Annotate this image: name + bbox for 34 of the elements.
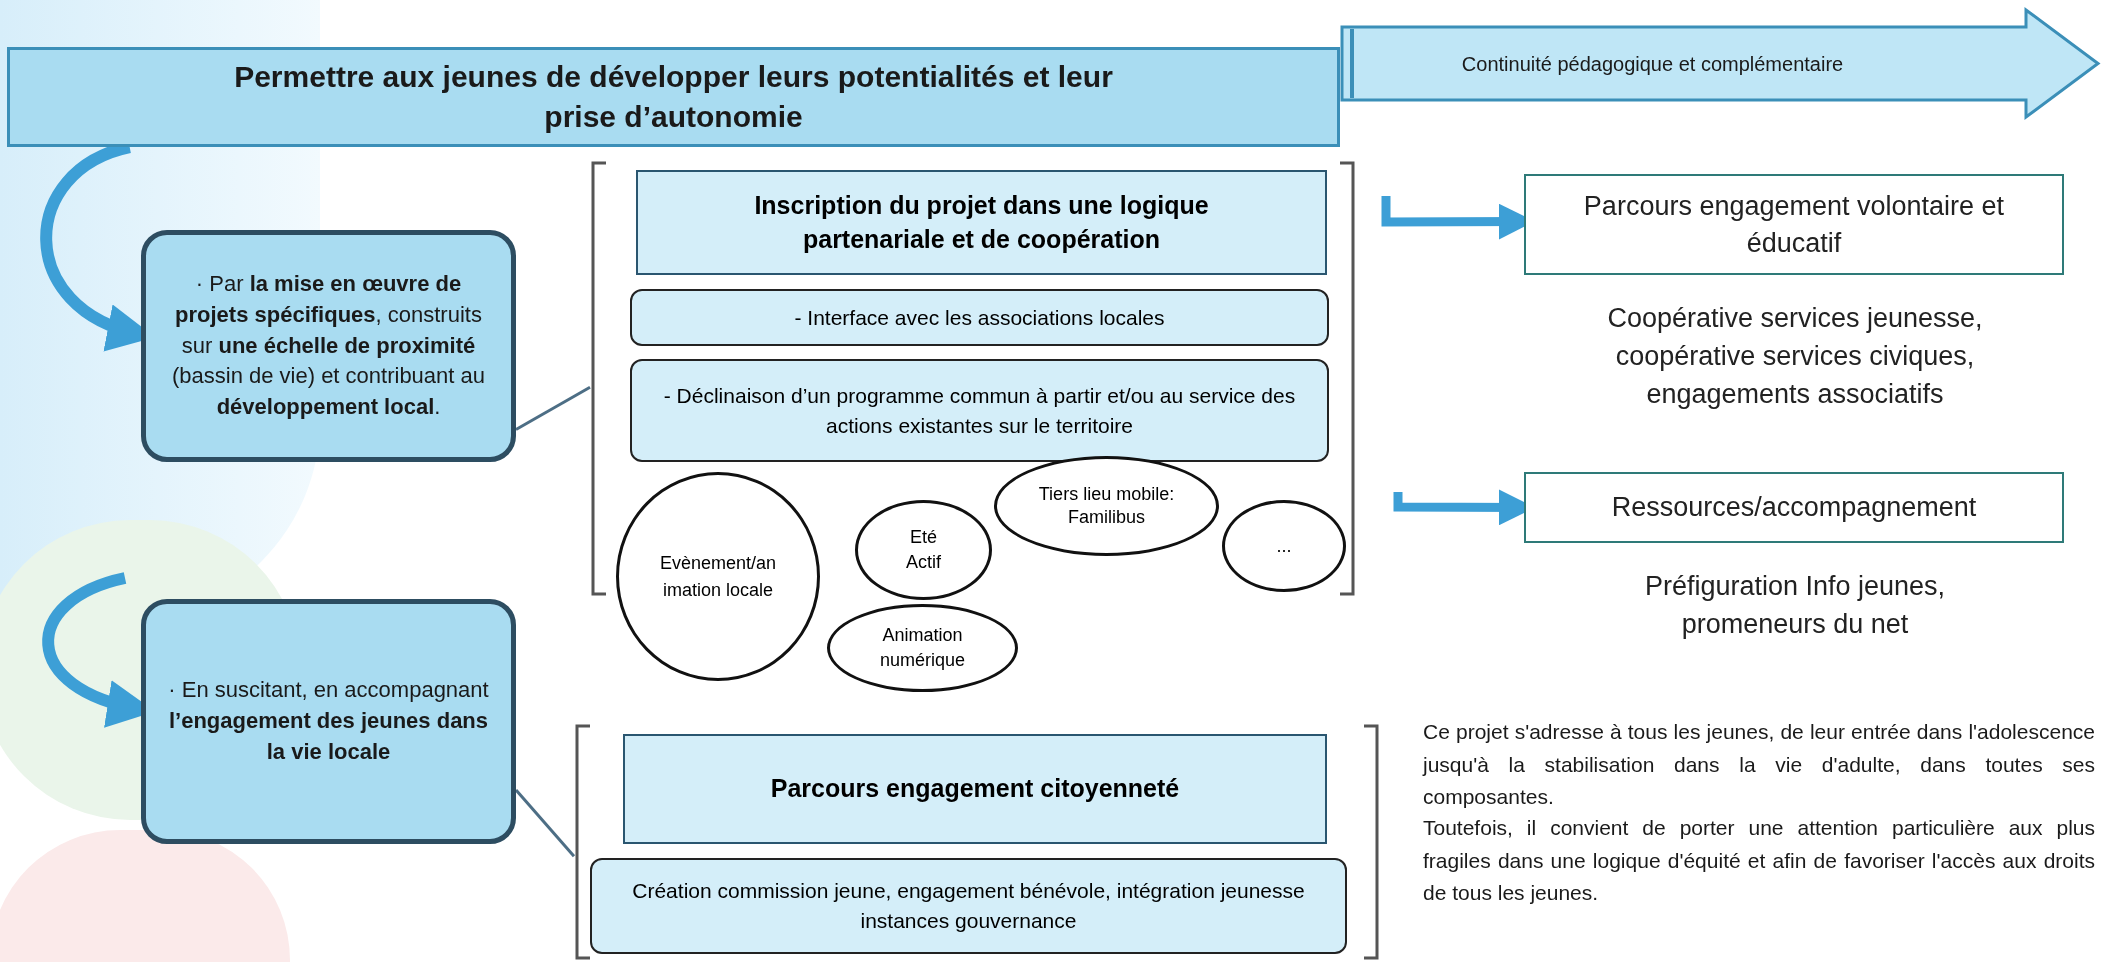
connector-line — [515, 385, 591, 431]
side-note: Coopérative services jeunesse, coopérative services civiques, engagements associatifs — [1606, 302, 1984, 411]
node-text: Animation numérique — [878, 623, 967, 672]
banner-arrow — [1340, 7, 2101, 120]
rounded-box — [141, 230, 516, 462]
title-box — [7, 47, 1340, 147]
bracket-group — [574, 724, 1380, 960]
node-text: ... — [1276, 534, 1292, 558]
rounded-box — [590, 858, 1347, 954]
node-text: Création commission jeune, engagement bénévole, intégration jeunesse instances gouvernance — [631, 877, 1306, 934]
side-note: Préfiguration Info jeunes, promeneurs du net — [1643, 570, 1947, 641]
outlined-box — [1524, 174, 2064, 275]
node-text: - Interface avec les associations locales — [794, 304, 1165, 331]
node-text: Inscription du projet dans une logique partenariale et de coopération — [753, 189, 1210, 255]
node-text: · En suscitant, en accompagnant l’engagement des jeunes dans la vie locale — [167, 676, 490, 766]
note-paragraph: Ce projet s'adresse à tous les jeunes, de leur entrée dans l'adolescence jusqu'à la stabilisation dans la vie d'adulte, dans toutes ses composantes. — [1423, 719, 2095, 811]
node-text: Parcours engagement citoyenneté — [770, 773, 1180, 805]
node-text: Ressources/accompagnement — [1611, 491, 1977, 525]
rounded-box — [630, 359, 1329, 462]
node-text: Permettre aux jeunes de développer leurs potentialités et leur prise d’autonomie — [233, 58, 1114, 135]
outlined-box — [1524, 472, 2064, 543]
connector-line — [514, 789, 576, 858]
node-text: - Déclinaison d’un programme commun à partir et/ou au service des actions existantes sur le territoire — [662, 383, 1297, 439]
node-text: Parcours engagement volontaire et éducatif — [1582, 190, 2006, 260]
note-paragraph: Toutefois, il convient de porter une attention particulière aux plus fragiles dans une logique d'équité et afin de favoriser l'accès aux droits de tous les jeunes. — [1423, 815, 2095, 907]
node-text: Tiers lieu mobile: Familibus — [1037, 482, 1176, 529]
rounded-box — [141, 599, 516, 844]
heading-box — [623, 734, 1327, 844]
node-text: Continuité pédagogique et complémentaire — [1461, 51, 1844, 77]
node-text: · Par la mise en œuvre de projets spécifiques, construits sur une échelle de proximité (bassin de vie) et contribuant au développement local. — [170, 270, 487, 422]
node-text: Evènement/animation locale — [659, 551, 777, 602]
node-text: Eté Actif — [905, 525, 942, 574]
heading-box — [636, 170, 1327, 275]
rounded-box — [630, 289, 1329, 346]
